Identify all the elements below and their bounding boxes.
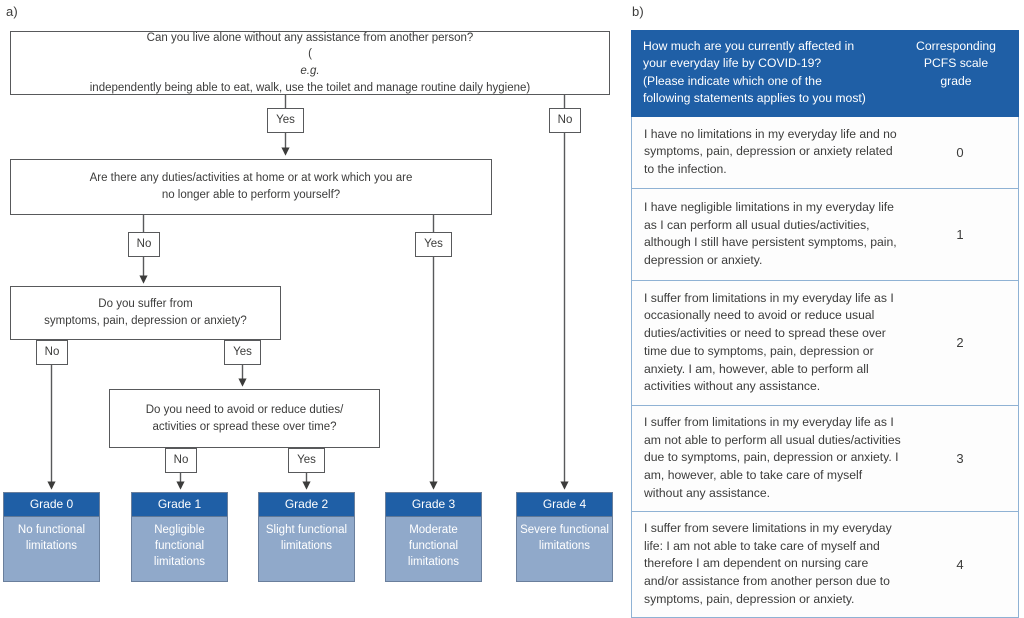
panel-label-b: b) — [632, 4, 644, 19]
edge-label-q3-no: No — [36, 340, 68, 365]
edge-label-q2-yes: Yes — [415, 232, 452, 257]
statement-text: I suffer from limitations in my everyday… — [644, 290, 894, 394]
table-header-question: How much are you currently affected in y… — [643, 39, 866, 105]
edge-label-q4-yes: Yes — [288, 448, 325, 473]
grade-box-2: Grade 2 Slight functional limitations — [258, 492, 355, 582]
table-row: I have no limitations in my everyday lif… — [631, 117, 1019, 190]
grade-value: 4 — [956, 556, 964, 572]
grade-1-description: Negligible functional limitations — [132, 517, 227, 581]
grade-2-title: Grade 2 — [259, 493, 354, 517]
edge-label-q4-no: No — [165, 448, 197, 473]
question-box-duties-activities: Are there any duties/activities at home … — [10, 159, 492, 215]
statement-text: I have negligible limitations in my ever… — [644, 199, 897, 267]
q1-line2: (e.g. independently being able to eat, w… — [89, 48, 531, 94]
grade-value: 3 — [956, 450, 964, 466]
edge-label-q1-yes: Yes — [267, 108, 304, 133]
table-row: I have negligible limitations in my ever… — [631, 189, 1019, 282]
pcfs-scale-table: How much are you currently affected in y… — [631, 30, 1019, 618]
edge-label-q2-no: No — [128, 232, 160, 257]
table-row: I suffer from limitations in my everyday… — [631, 281, 1019, 407]
statement-text: I suffer from severe limitations in my e… — [644, 521, 892, 606]
q3-line1: Do you suffer from — [98, 298, 193, 311]
q3-line2: symptoms, pain, depression or anxiety? — [44, 315, 247, 327]
grade-value: 1 — [956, 226, 964, 242]
table-row: I suffer from limitations in my everyday… — [631, 406, 1019, 513]
grade-1-title: Grade 1 — [132, 493, 227, 517]
q1-line1: Can you live alone without any assistanc… — [146, 31, 474, 44]
question-box-avoid-reduce: Do you need to avoid or reduce duties/ a… — [109, 389, 380, 448]
edge-label-q1-no: No — [549, 108, 581, 133]
grade-2-description: Slight functional limitations — [259, 517, 354, 581]
grade-0-description: No functional limitations — [4, 517, 99, 581]
q2-line2: no longer able to perform yourself? — [161, 189, 341, 201]
panel-label-a: a) — [6, 4, 18, 19]
grade-3-title: Grade 3 — [386, 493, 481, 517]
grade-box-1: Grade 1 Negligible functional limitation… — [131, 492, 228, 582]
grade-0-title: Grade 0 — [4, 493, 99, 517]
grade-3-description: Moderate functional limitations — [386, 517, 481, 581]
grade-value: 0 — [956, 144, 964, 160]
question-box-live-alone: Can you live alone without any assistanc… — [10, 31, 610, 95]
grade-4-description: Severe functional limitations — [517, 517, 612, 581]
grade-4-title: Grade 4 — [517, 493, 612, 517]
table-row: I suffer from severe limitations in my e… — [631, 512, 1019, 618]
q4-line1: Do you need to avoid or reduce duties/ — [145, 403, 344, 416]
table-header-grade: Corresponding PCFS scale grade — [916, 39, 996, 88]
statement-text: I have no limitations in my everyday lif… — [644, 126, 897, 177]
grade-value: 2 — [956, 335, 964, 351]
q2-line1: Are there any duties/activities at home … — [89, 172, 413, 185]
table-header-row: How much are you currently affected in y… — [631, 30, 1019, 118]
figure-root: a) b) — [3, 4, 1019, 618]
grade-box-0: Grade 0 No functional limitations — [3, 492, 100, 582]
pcfs-flowchart: Can you live alone without any assistanc… — [3, 31, 613, 582]
grade-box-3: Grade 3 Moderate functional limitations — [385, 492, 482, 582]
edge-label-q3-yes: Yes — [224, 340, 261, 365]
grade-box-4: Grade 4 Severe functional limitations — [516, 492, 613, 582]
question-box-symptoms: Do you suffer from symptoms, pain, depre… — [10, 286, 281, 340]
statement-text: I suffer from limitations in my everyday… — [644, 415, 901, 500]
q4-line2: activities or spread these over time? — [152, 420, 337, 433]
